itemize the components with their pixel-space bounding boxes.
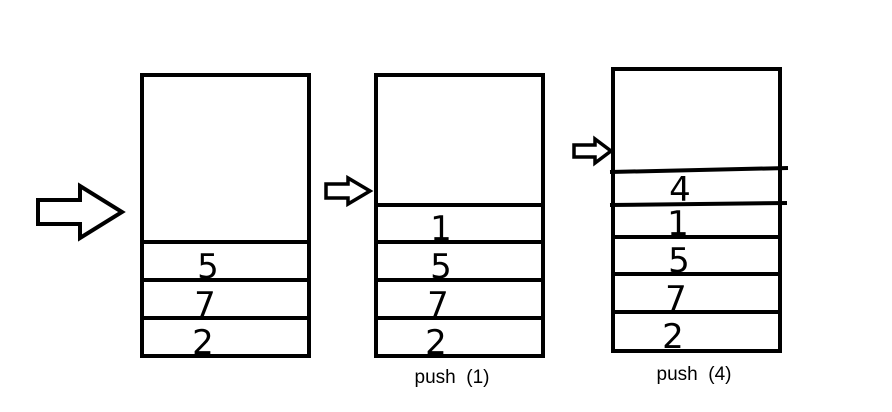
stack-outline [611,67,782,353]
stack-cell-value: 7 [665,279,687,319]
cell-divider [609,201,788,207]
stack-cell-value: 2 [425,323,447,363]
stack-cell-value: 5 [197,247,219,287]
top-pointer-line [609,166,789,174]
stack-cell-value: 2 [192,323,214,363]
stack-initial: 5 7 2 [36,73,311,363]
stack-cell-value: 5 [430,247,452,287]
stack-caption: push (4) [657,364,732,385]
stack-outline [140,73,311,358]
stack-after-push-1: 1 5 7 2 push (1) [324,73,545,388]
stack-cell-value: 4 [669,170,691,210]
stack-cell-value: 7 [427,285,449,325]
stack-cell-value: 7 [194,285,216,325]
stack-cell-value: 5 [668,241,690,281]
stack-cell-value: 1 [667,204,689,244]
right-arrow-icon [324,174,374,208]
right-arrow-icon [36,182,126,242]
right-arrow-icon [572,135,614,167]
stack-cell-value: 1 [430,209,452,249]
stack-cell-value: 2 [662,317,684,357]
stack-caption: push (1) [415,367,490,388]
stack-after-push-4: 4 1 5 7 2 push (4) [572,67,789,385]
stack-outline [374,73,545,358]
